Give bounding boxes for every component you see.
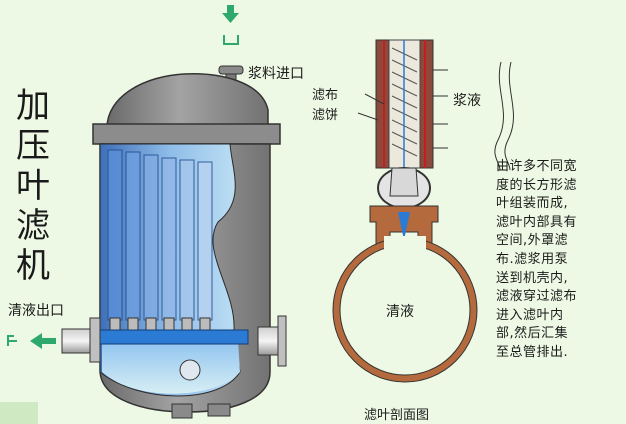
leaf-connectors [109, 317, 211, 331]
side-nozzle [257, 326, 281, 356]
side-nozzle-flange [277, 315, 287, 367]
arrow-left-icon [7, 333, 56, 349]
description-line: 至总管排出. [496, 344, 569, 360]
description-line: 由许多不同宽 [496, 159, 578, 174]
corner-mark [0, 402, 38, 424]
filter-cake-label: 滤饼 [312, 108, 339, 123]
slurry-wave-marks [494, 61, 514, 171]
outlet-flange [89, 317, 101, 363]
title-char: 压 [16, 126, 50, 166]
description-line: 空间,外罩滤 [496, 233, 569, 249]
collection-manifold [91, 329, 249, 345]
vessel-bottom-liquid [102, 340, 240, 394]
description-line: 叶组装而成, [496, 196, 569, 212]
leaf-neck [389, 167, 419, 197]
leader-lines [357, 69, 448, 149]
description-line: 部,然后汇集 [496, 326, 569, 342]
description-line: 滤液穿过滤布 [496, 289, 578, 305]
section-caption: 滤叶剖面图 [364, 408, 430, 423]
description-text: 由许多不同宽 度的长方形滤 叶组装而成, 滤叶内部具有 空间,外罩滤 布.滤浆用… [496, 158, 612, 363]
drain-port [179, 359, 201, 381]
description-line: 送到机壳内, [496, 270, 569, 286]
arrow-down-icon [222, 5, 239, 45]
vessel-dome [106, 73, 269, 129]
description-line: 布.滤浆用泵 [496, 251, 569, 267]
manifold-opening [384, 236, 426, 250]
vessel-legs [171, 403, 231, 419]
description-line: 滤叶内部具有 [496, 214, 578, 230]
flow-nozzle [398, 212, 410, 240]
clear-liquid-label: 清液 [386, 304, 414, 320]
title-char: 滤 [16, 206, 50, 246]
title-char: 加 [16, 86, 50, 126]
title-char: 叶 [16, 166, 50, 206]
clear-outlet-label: 清液出口 [8, 303, 64, 319]
filter-cloth-label: 滤布 [312, 88, 339, 103]
page-title: 加 压 叶 滤 机 [10, 86, 56, 286]
vessel-flange [92, 123, 281, 145]
slurry-label: 浆液 [453, 93, 481, 109]
title-char: 机 [16, 246, 50, 286]
description-line: 进入滤叶内 [496, 307, 564, 323]
slurry-inlet-label: 浆料进口 [248, 66, 304, 82]
description-line: 度的长方形滤 [496, 177, 578, 193]
